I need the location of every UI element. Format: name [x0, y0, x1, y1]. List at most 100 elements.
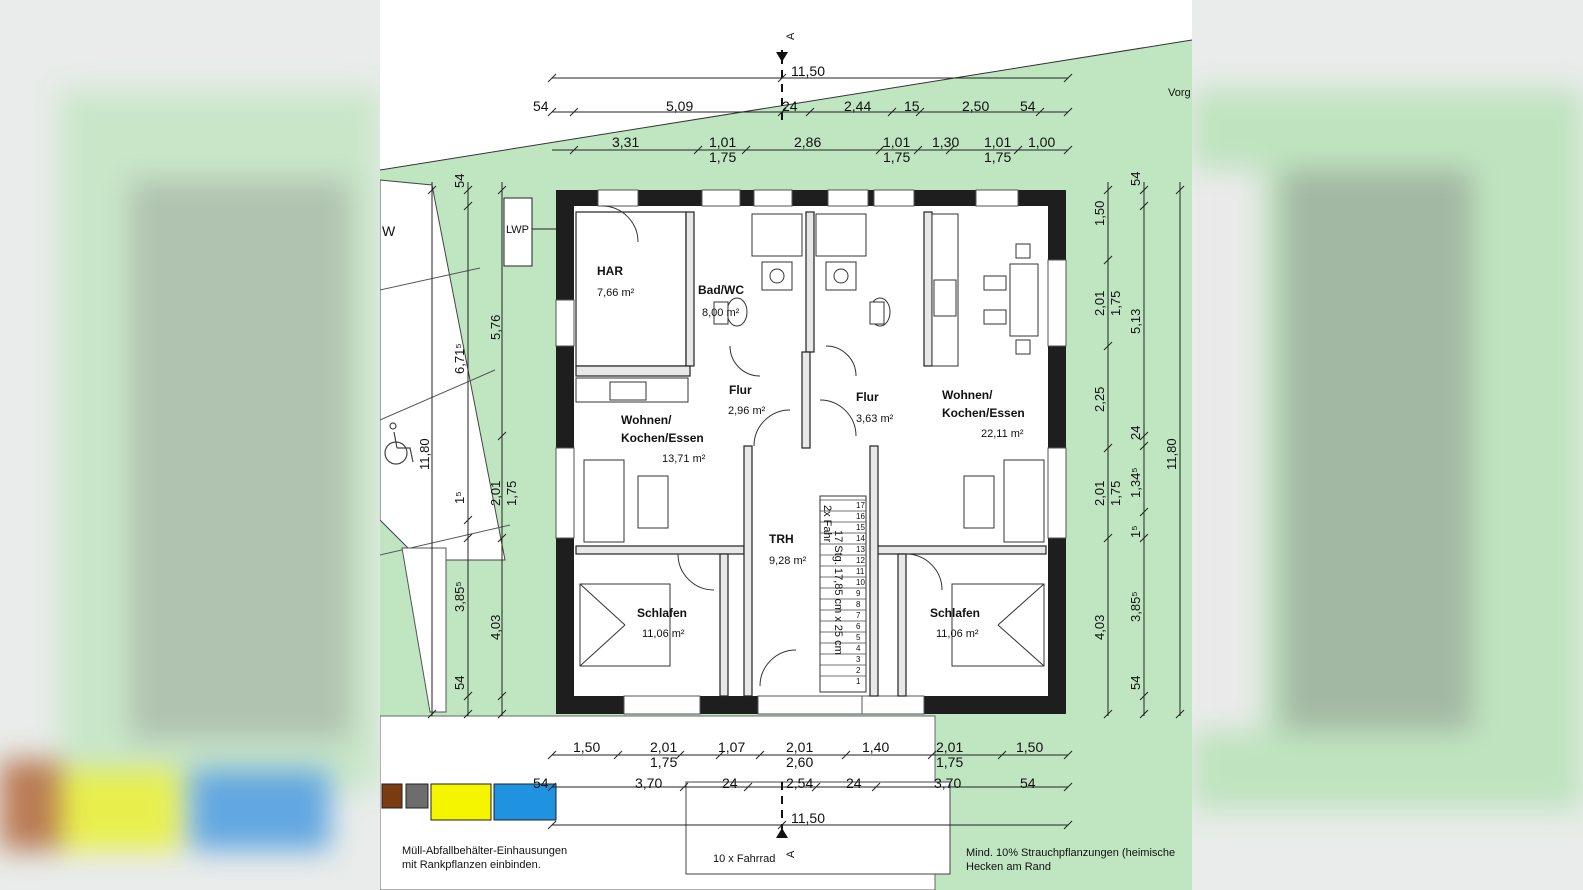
dim-tick [777, 73, 787, 83]
dim-left-c2-1: 2,01 [488, 481, 503, 506]
dim-tick [1139, 709, 1149, 719]
dim-bot-r2-6: 54 [1020, 775, 1036, 791]
dim-tick [497, 431, 507, 441]
dim-tick [805, 107, 815, 117]
dim-right-c2-1: 5,13 [1128, 309, 1143, 334]
section-mark-bottom: A [785, 850, 797, 858]
room-name-schlafen-right: Schlafen [930, 606, 980, 620]
dim-right-c2-3: 1,34⁵ [1128, 467, 1143, 498]
dim-tick [613, 750, 623, 760]
dim-tick [841, 750, 851, 760]
dim-bot-r2-3: 2,54 [786, 775, 813, 791]
dim-right-c1-2: 1,75 [1108, 291, 1123, 316]
bike-parking-area [685, 781, 951, 875]
dim-tick [547, 107, 557, 117]
dim-right-c1-4: 2,01 [1092, 481, 1107, 506]
wheelchair-icon [384, 422, 414, 465]
dim-bot-r1-3: 2,01 [786, 739, 813, 755]
dim-bot-r1-4: 1,40 [862, 739, 889, 755]
dim-tick [1139, 507, 1149, 517]
dim-tick [569, 107, 579, 117]
dim-tick [915, 107, 925, 117]
dim-tick [1063, 73, 1073, 83]
dim-tick [887, 107, 897, 117]
dim-tick [945, 145, 955, 155]
room-area-schlafen-right: 11,06 m² [936, 628, 979, 640]
dim-right-c1-3: 2,25 [1092, 387, 1107, 412]
dim-top-r2-4: 15 [904, 98, 920, 114]
dim-bot-r2-0: 54 [533, 775, 549, 791]
dim-tick [811, 782, 821, 792]
dim-bot-overall: 11,50 [791, 810, 825, 826]
dim-top-r3b-0: 1,75 [709, 149, 736, 165]
dim-bot-r1-6: 1,50 [1016, 739, 1043, 755]
dims-top: 11,50 54 5,09 24 2,44 15 2,50 54 3,31 1,… [533, 63, 1055, 165]
dim-tick [1013, 145, 1023, 155]
dim-bot-r1b-1: 2,60 [786, 754, 813, 770]
dim-right-overall: 11,80 [1164, 438, 1179, 470]
parking-line [380, 524, 511, 556]
stair-step-number: 10 [856, 578, 865, 587]
room-area-schlafen-left: 11,06 m² [642, 628, 685, 640]
kitchen-left [575, 377, 689, 403]
section-arrow-top [776, 52, 788, 62]
dim-tick [463, 515, 473, 525]
heat-pump-label: LWP [506, 224, 529, 236]
dim-tick [547, 820, 557, 830]
dim-top-r3-2: 2,86 [794, 134, 821, 150]
stair-step-number: 11 [856, 567, 865, 576]
windows-top [597, 189, 1019, 207]
room-area-har: 7,66 m² [597, 287, 635, 299]
interior-walls [575, 211, 1047, 697]
dim-left-c2-0: 5,76 [488, 315, 503, 340]
dim-tick [547, 73, 557, 83]
parking-label-w: W [382, 223, 396, 239]
dim-left-c1-2: 1⁵ [452, 491, 467, 504]
room-name-schlafen-left: Schlafen [637, 606, 687, 620]
dim-tick [1139, 201, 1149, 211]
dim-left-c1-0: 54 [452, 174, 467, 188]
dim-tick [1103, 255, 1113, 265]
sofas [583, 459, 1045, 543]
dimension-ticks [427, 73, 1185, 830]
room-name-trh: TRH [769, 532, 794, 546]
dim-tick [1103, 709, 1113, 719]
bin-yellow [430, 783, 492, 821]
bin-blue [493, 783, 557, 821]
parking-area [380, 179, 506, 561]
dim-right-c2-2: 24 [1128, 426, 1143, 440]
waste-note-line1: Müll-Abfallbehälter-Einhausungen [402, 845, 567, 857]
stair-step-number: 9 [856, 589, 861, 598]
dim-tick [675, 750, 685, 760]
dim-tick [715, 750, 725, 760]
windows-side [555, 259, 1067, 539]
room-name-flur-right: Flur [856, 390, 879, 404]
label-vorg: Vorg [1168, 87, 1191, 99]
dim-tick [547, 782, 557, 792]
dim-tick [463, 185, 473, 195]
stair-step-number: 17 [856, 501, 865, 510]
dim-tick [463, 691, 473, 701]
dim-tick [1139, 691, 1149, 701]
stair-step-number: 8 [856, 600, 861, 609]
dim-tick [1063, 820, 1073, 830]
dim-tick [1063, 782, 1073, 792]
room-name-wohnen-left: Wohnen/ [621, 413, 672, 427]
dim-tick [427, 709, 437, 719]
staircase [819, 495, 867, 693]
room-area-flur-left: 2,96 m² [728, 405, 766, 417]
door-swings [601, 205, 943, 687]
dim-tick [741, 145, 751, 155]
dim-tick [497, 185, 507, 195]
bike-parking-label: 10 x Fahrrad [713, 853, 775, 865]
stair-text-2: 17 Stg. 17,85 cm x 25 cm [832, 530, 844, 655]
planting-note-line2: Hecken am Rand [966, 861, 1051, 873]
stair-step-number: 15 [856, 523, 865, 532]
stair-step-number: 7 [856, 611, 861, 620]
dim-tick [1139, 533, 1149, 543]
dim-bot-r1-0: 1,50 [573, 739, 600, 755]
dim-tick [547, 750, 557, 760]
dim-tick [755, 750, 765, 760]
dim-bot-r2-1: 3,70 [635, 775, 662, 791]
